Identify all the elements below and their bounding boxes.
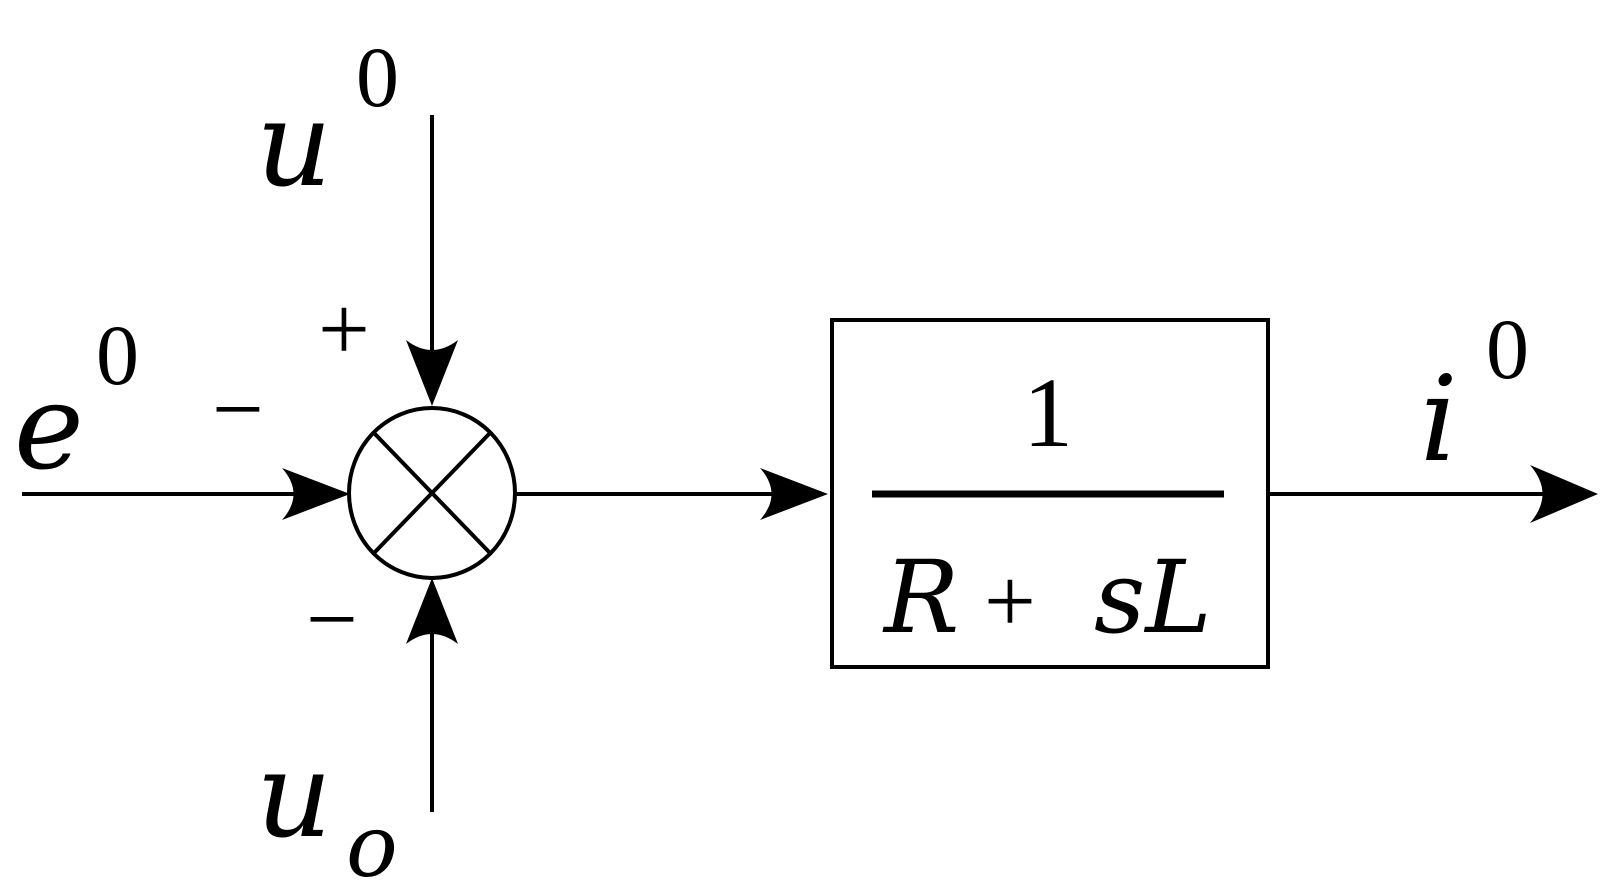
summing-junction-cross-b: [372, 431, 492, 555]
sign-top: +: [318, 278, 370, 380]
u0-superscript: 0: [356, 29, 399, 125]
uo-arrowhead: [406, 578, 458, 644]
block-input-arrowhead: [760, 468, 828, 520]
transfer-denominator-plus: +: [984, 550, 1036, 652]
u0-arrowhead: [406, 340, 458, 406]
transfer-denominator-sL: sL: [1094, 539, 1212, 656]
transfer-numerator: 1: [1023, 357, 1073, 468]
u0-label: u: [256, 75, 332, 213]
e0-superscript: 0: [96, 307, 139, 403]
e0-label: e: [14, 358, 84, 496]
e0-arrowhead: [282, 468, 350, 520]
i0-label: i: [1420, 350, 1458, 488]
sign-left: −: [212, 358, 264, 460]
summing-junction: [347, 406, 517, 580]
sign-bottom: −: [306, 568, 358, 670]
uo-subscript: o: [346, 797, 398, 886]
i0-arrowhead: [1530, 465, 1598, 523]
i0-superscript: 0: [1486, 301, 1529, 397]
transfer-denominator-R: R: [882, 539, 959, 656]
uo-label: u: [256, 726, 332, 864]
